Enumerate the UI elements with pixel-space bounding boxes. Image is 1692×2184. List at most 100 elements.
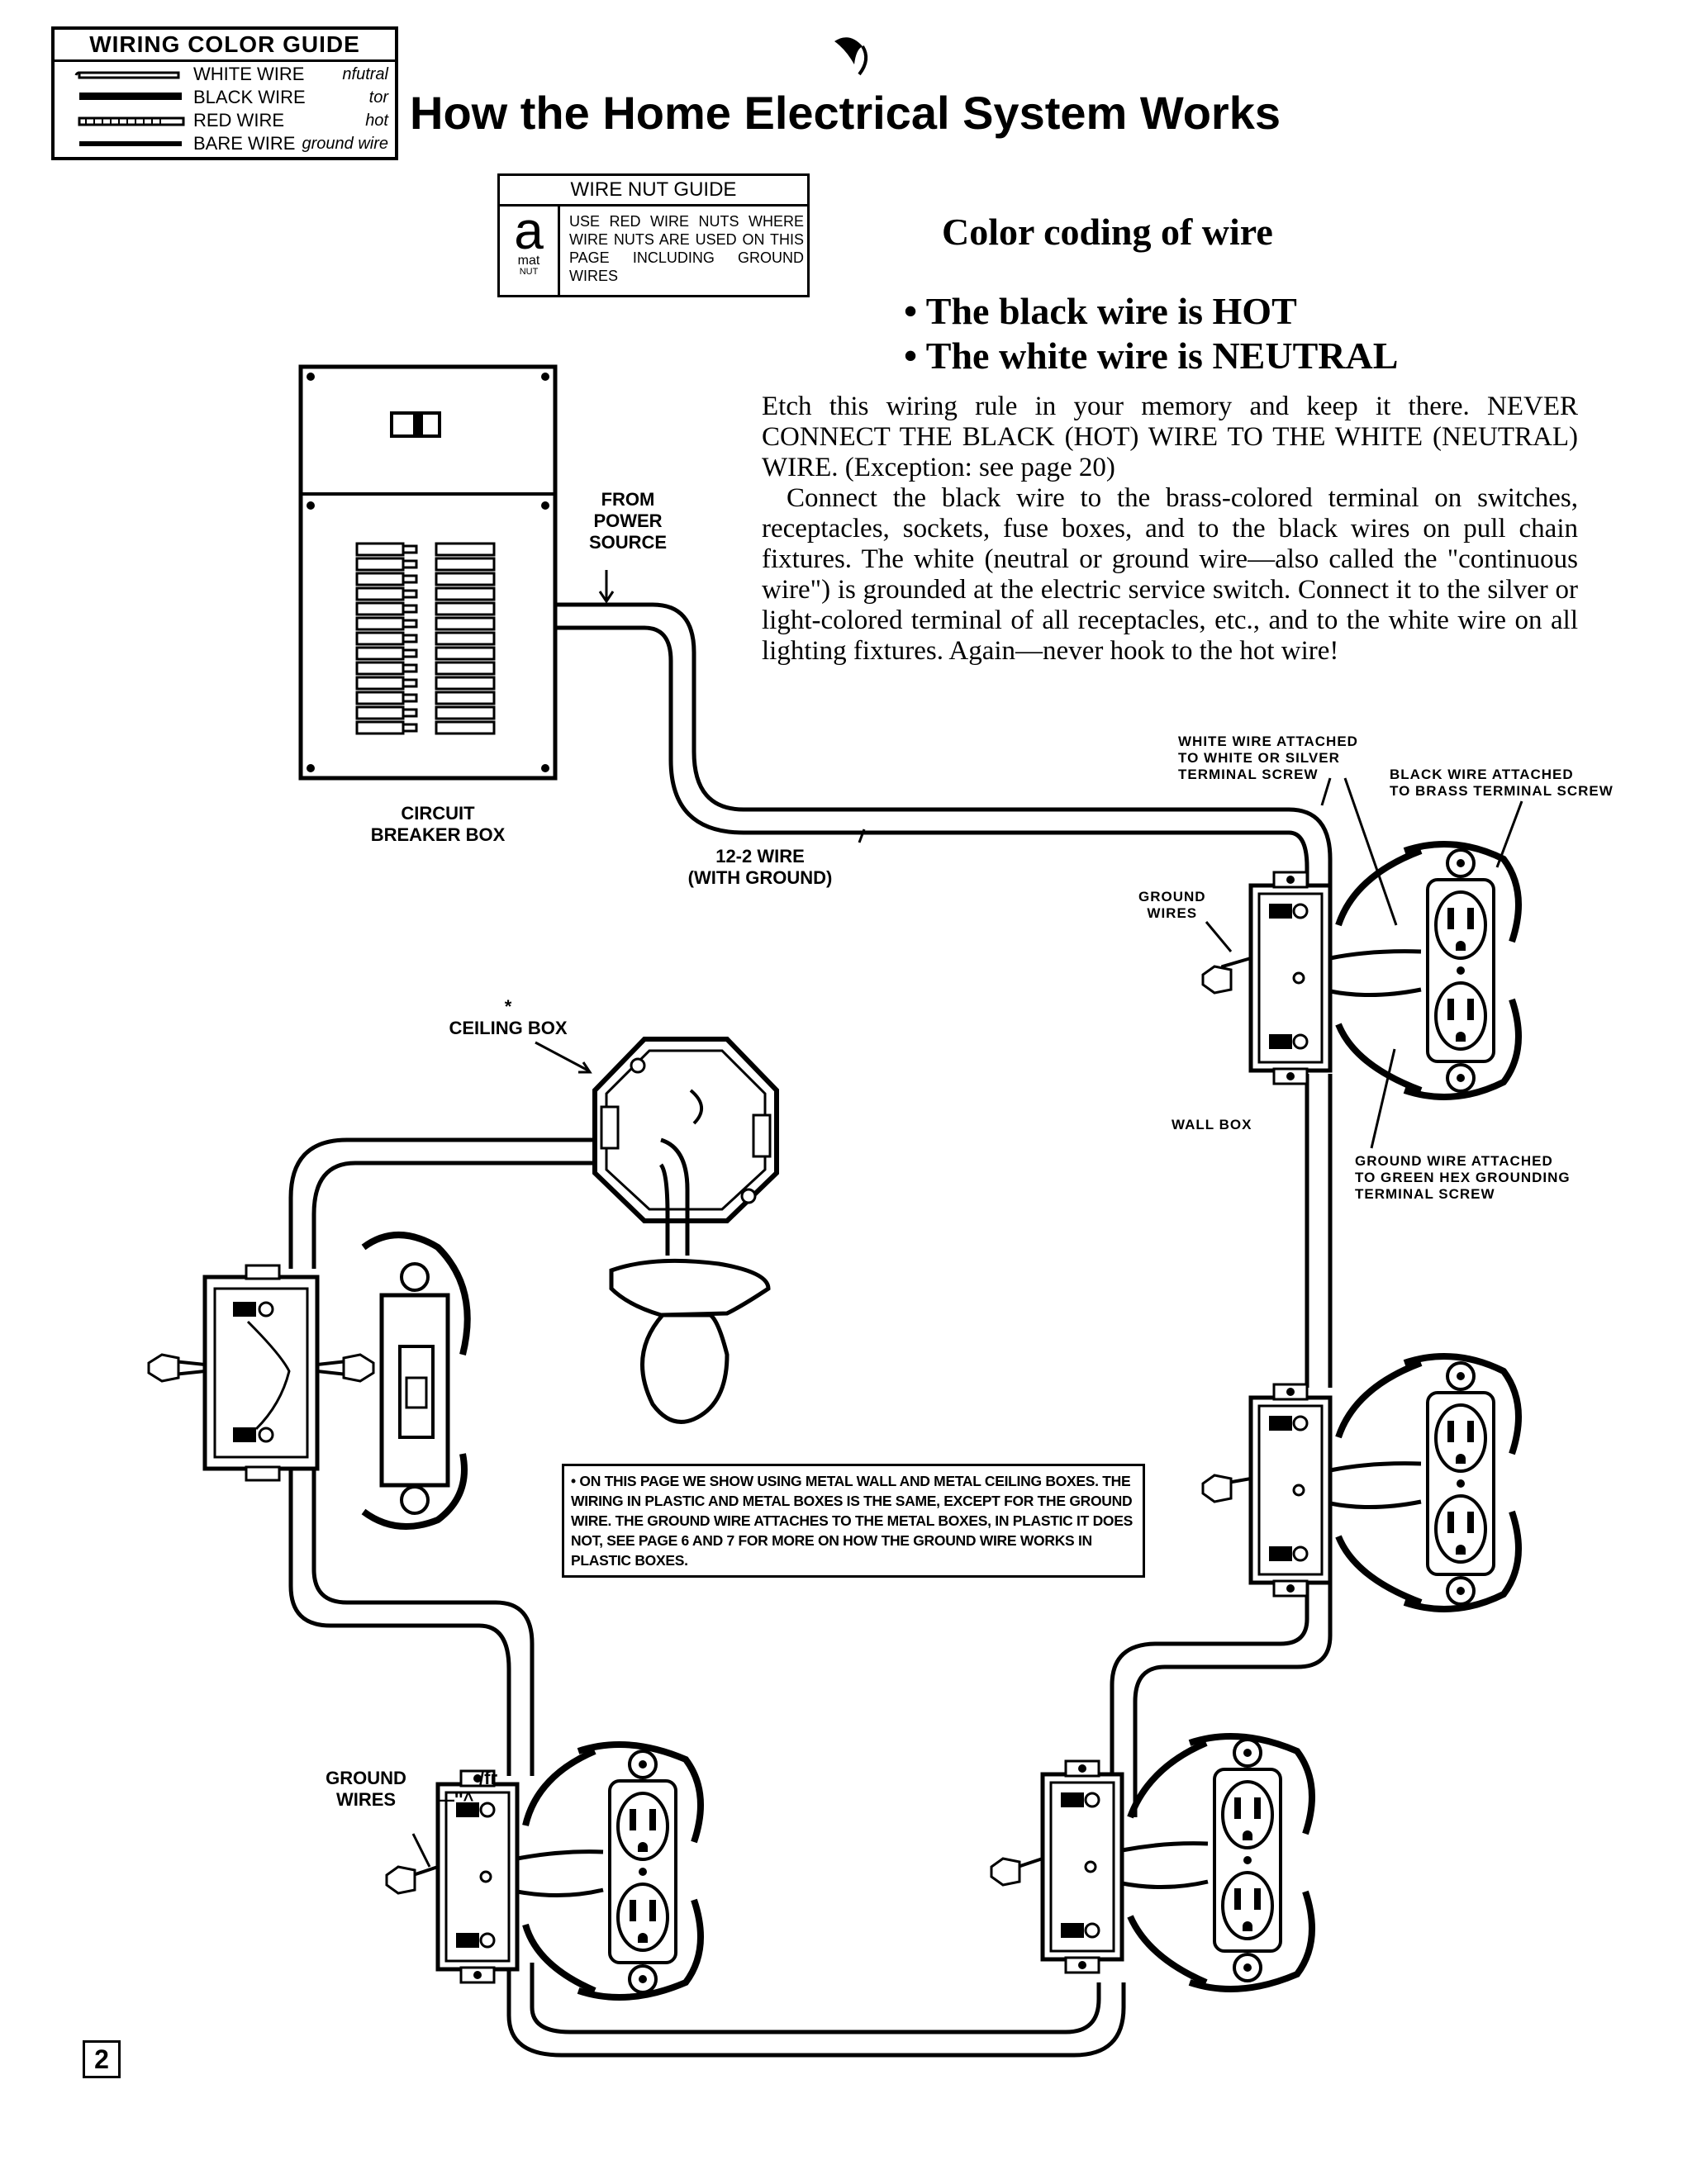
wire-nut-icon: a mat NUT (500, 204, 560, 295)
breaker-toggle (402, 589, 418, 599)
breaker-switch (355, 631, 405, 646)
label-ground-wires-top: GROUND WIRES (1138, 889, 1206, 922)
wall-box-1 (1201, 841, 1522, 1100)
label-line: GROUND (326, 1768, 406, 1788)
page-number: 2 (83, 2040, 121, 2078)
label-wall-box: WALL BOX (1172, 1117, 1252, 1132)
breaker-toggle (402, 708, 418, 718)
pointer-lines (411, 570, 1523, 1868)
breaker-toggle (402, 648, 418, 658)
label-line: 12-2 WIRE (715, 846, 805, 866)
breaker-switch (355, 542, 405, 557)
breaker-switch (355, 586, 405, 601)
label-line: WIRES (1147, 905, 1198, 921)
toggle-switch (361, 1232, 471, 1530)
color-guide-row-bare: BARE WIRE ground wire (55, 132, 395, 155)
wire-nut-icon-letter: a (514, 201, 544, 260)
breaker-switch (435, 542, 496, 557)
page-title: How the Home Electrical System Works (410, 87, 1281, 139)
breaker-switch (435, 676, 496, 691)
label-line: POWER (593, 510, 663, 531)
label-line: (WITH GROUND) (687, 867, 833, 888)
breaker-toggle (402, 559, 418, 569)
label-line: BREAKER BOX (370, 824, 506, 845)
label-line: GROUND (1138, 889, 1206, 904)
breaker-switch (355, 661, 405, 676)
color-guide-title: WIRING COLOR GUIDE (55, 30, 395, 62)
breaker-toggle (402, 678, 418, 688)
label-stray-fr: /fr (479, 1768, 497, 1788)
label-line: CIRCUIT (401, 803, 475, 824)
breaker-switch (355, 572, 405, 586)
label-ground-wires-bottom: GROUND WIRES (321, 1768, 411, 1811)
breaker-switch (435, 631, 496, 646)
note-box: • ON THIS PAGE WE SHOW USING METAL WALL … (562, 1464, 1145, 1578)
wire-nut-icon-sub: NUT (519, 267, 539, 277)
section-heading: Color coding of wire (942, 211, 1273, 253)
color-swatches (74, 71, 185, 146)
label-circuit-breaker-box: CIRCUIT BREAKER BOX (347, 803, 529, 846)
color-guide-row-white: WHITE WIRE nfutral (55, 63, 395, 86)
label-line: * (504, 996, 512, 1017)
body-paragraph-1: Etch this wiring rule in your memory and… (762, 392, 1578, 482)
body-paragraph-2: Connect the black wire to the brass-colo… (762, 483, 1578, 666)
breaker-switch (435, 720, 496, 735)
breaker-switch (355, 646, 405, 661)
breaker-switch (435, 586, 496, 601)
breaker-switch (355, 720, 405, 735)
wire-nut-guide: WIRE NUT GUIDE a mat NUT USE RED WIRE NU… (497, 173, 810, 297)
label-line: TO GREEN HEX GROUNDING (1355, 1170, 1571, 1185)
circuit-breaker-box (298, 364, 558, 781)
wire-nut-guide-title: WIRE NUT GUIDE (500, 176, 807, 207)
label-line: SOURCE (588, 532, 668, 553)
breaker-switch (435, 646, 496, 661)
breaker-switch (355, 616, 405, 631)
breaker-switch (355, 557, 405, 572)
color-guide-row-red: RED WIRE hot (55, 109, 395, 132)
label-line: TO BRASS TERMINAL SCREW (1390, 783, 1614, 799)
bullet-hot: • The black wire is HOT (904, 290, 1297, 332)
breaker-toggle (402, 544, 418, 554)
color-guide-label: BLACK WIRE (193, 87, 306, 107)
breaker-switch (435, 557, 496, 572)
light-fixture (609, 1258, 771, 1424)
body-text: Etch this wiring rule in your memory and… (762, 392, 1578, 667)
label-black-wire-attached: BLACK WIRE ATTACHED TO BRASS TERMINAL SC… (1390, 767, 1614, 800)
label-line: TERMINAL SCREW (1355, 1186, 1495, 1202)
label-stray-marks: —''^ (436, 1789, 474, 1810)
label-line: TO WHITE OR SILVER (1178, 750, 1340, 766)
breaker-toggle (402, 619, 418, 629)
breaker-switch (435, 601, 496, 616)
color-guide-note: tor (368, 88, 388, 107)
cables (288, 602, 1333, 2058)
breaker-switch (435, 616, 496, 631)
bullet-neutral: • The white wire is NEUTRAL (904, 335, 1399, 377)
ceiling-box (592, 1037, 779, 1256)
breaker-toggle (402, 604, 418, 614)
breaker-toggle (402, 663, 418, 673)
breaker-switch (355, 705, 405, 720)
wall-box-2 (1201, 1353, 1522, 1612)
breaker-switch (435, 691, 496, 705)
wire-nut-guide-text: USE RED WIRE NUTS WHERE WIRE NUTS ARE US… (569, 213, 804, 284)
breaker-toggle (402, 574, 418, 584)
breaker-switch (355, 601, 405, 616)
breaker-toggle (402, 634, 418, 643)
breaker-switch (435, 705, 496, 720)
label-line: CEILING BOX (449, 1018, 568, 1038)
label-line: FROM (601, 489, 655, 510)
wall-box-3 (385, 1741, 704, 2001)
label-line: BLACK WIRE ATTACHED (1390, 767, 1574, 782)
breaker-switch (435, 572, 496, 586)
switch-box (147, 1264, 375, 1482)
label-line: GROUND WIRE ATTACHED (1355, 1153, 1553, 1169)
breaker-switch (435, 661, 496, 676)
label-white-wire-attached: WHITE WIRE ATTACHED TO WHITE OR SILVER T… (1178, 734, 1358, 783)
label-ceiling-box: * CEILING BOX (430, 996, 587, 1039)
breaker-toggle (402, 723, 418, 733)
label-from-power-source: FROM POWER SOURCE (578, 489, 677, 553)
wall-box-4 (990, 1733, 1315, 1992)
wire-nut-icon-word: mat (517, 254, 540, 268)
label-line: WIRES (335, 1789, 397, 1810)
